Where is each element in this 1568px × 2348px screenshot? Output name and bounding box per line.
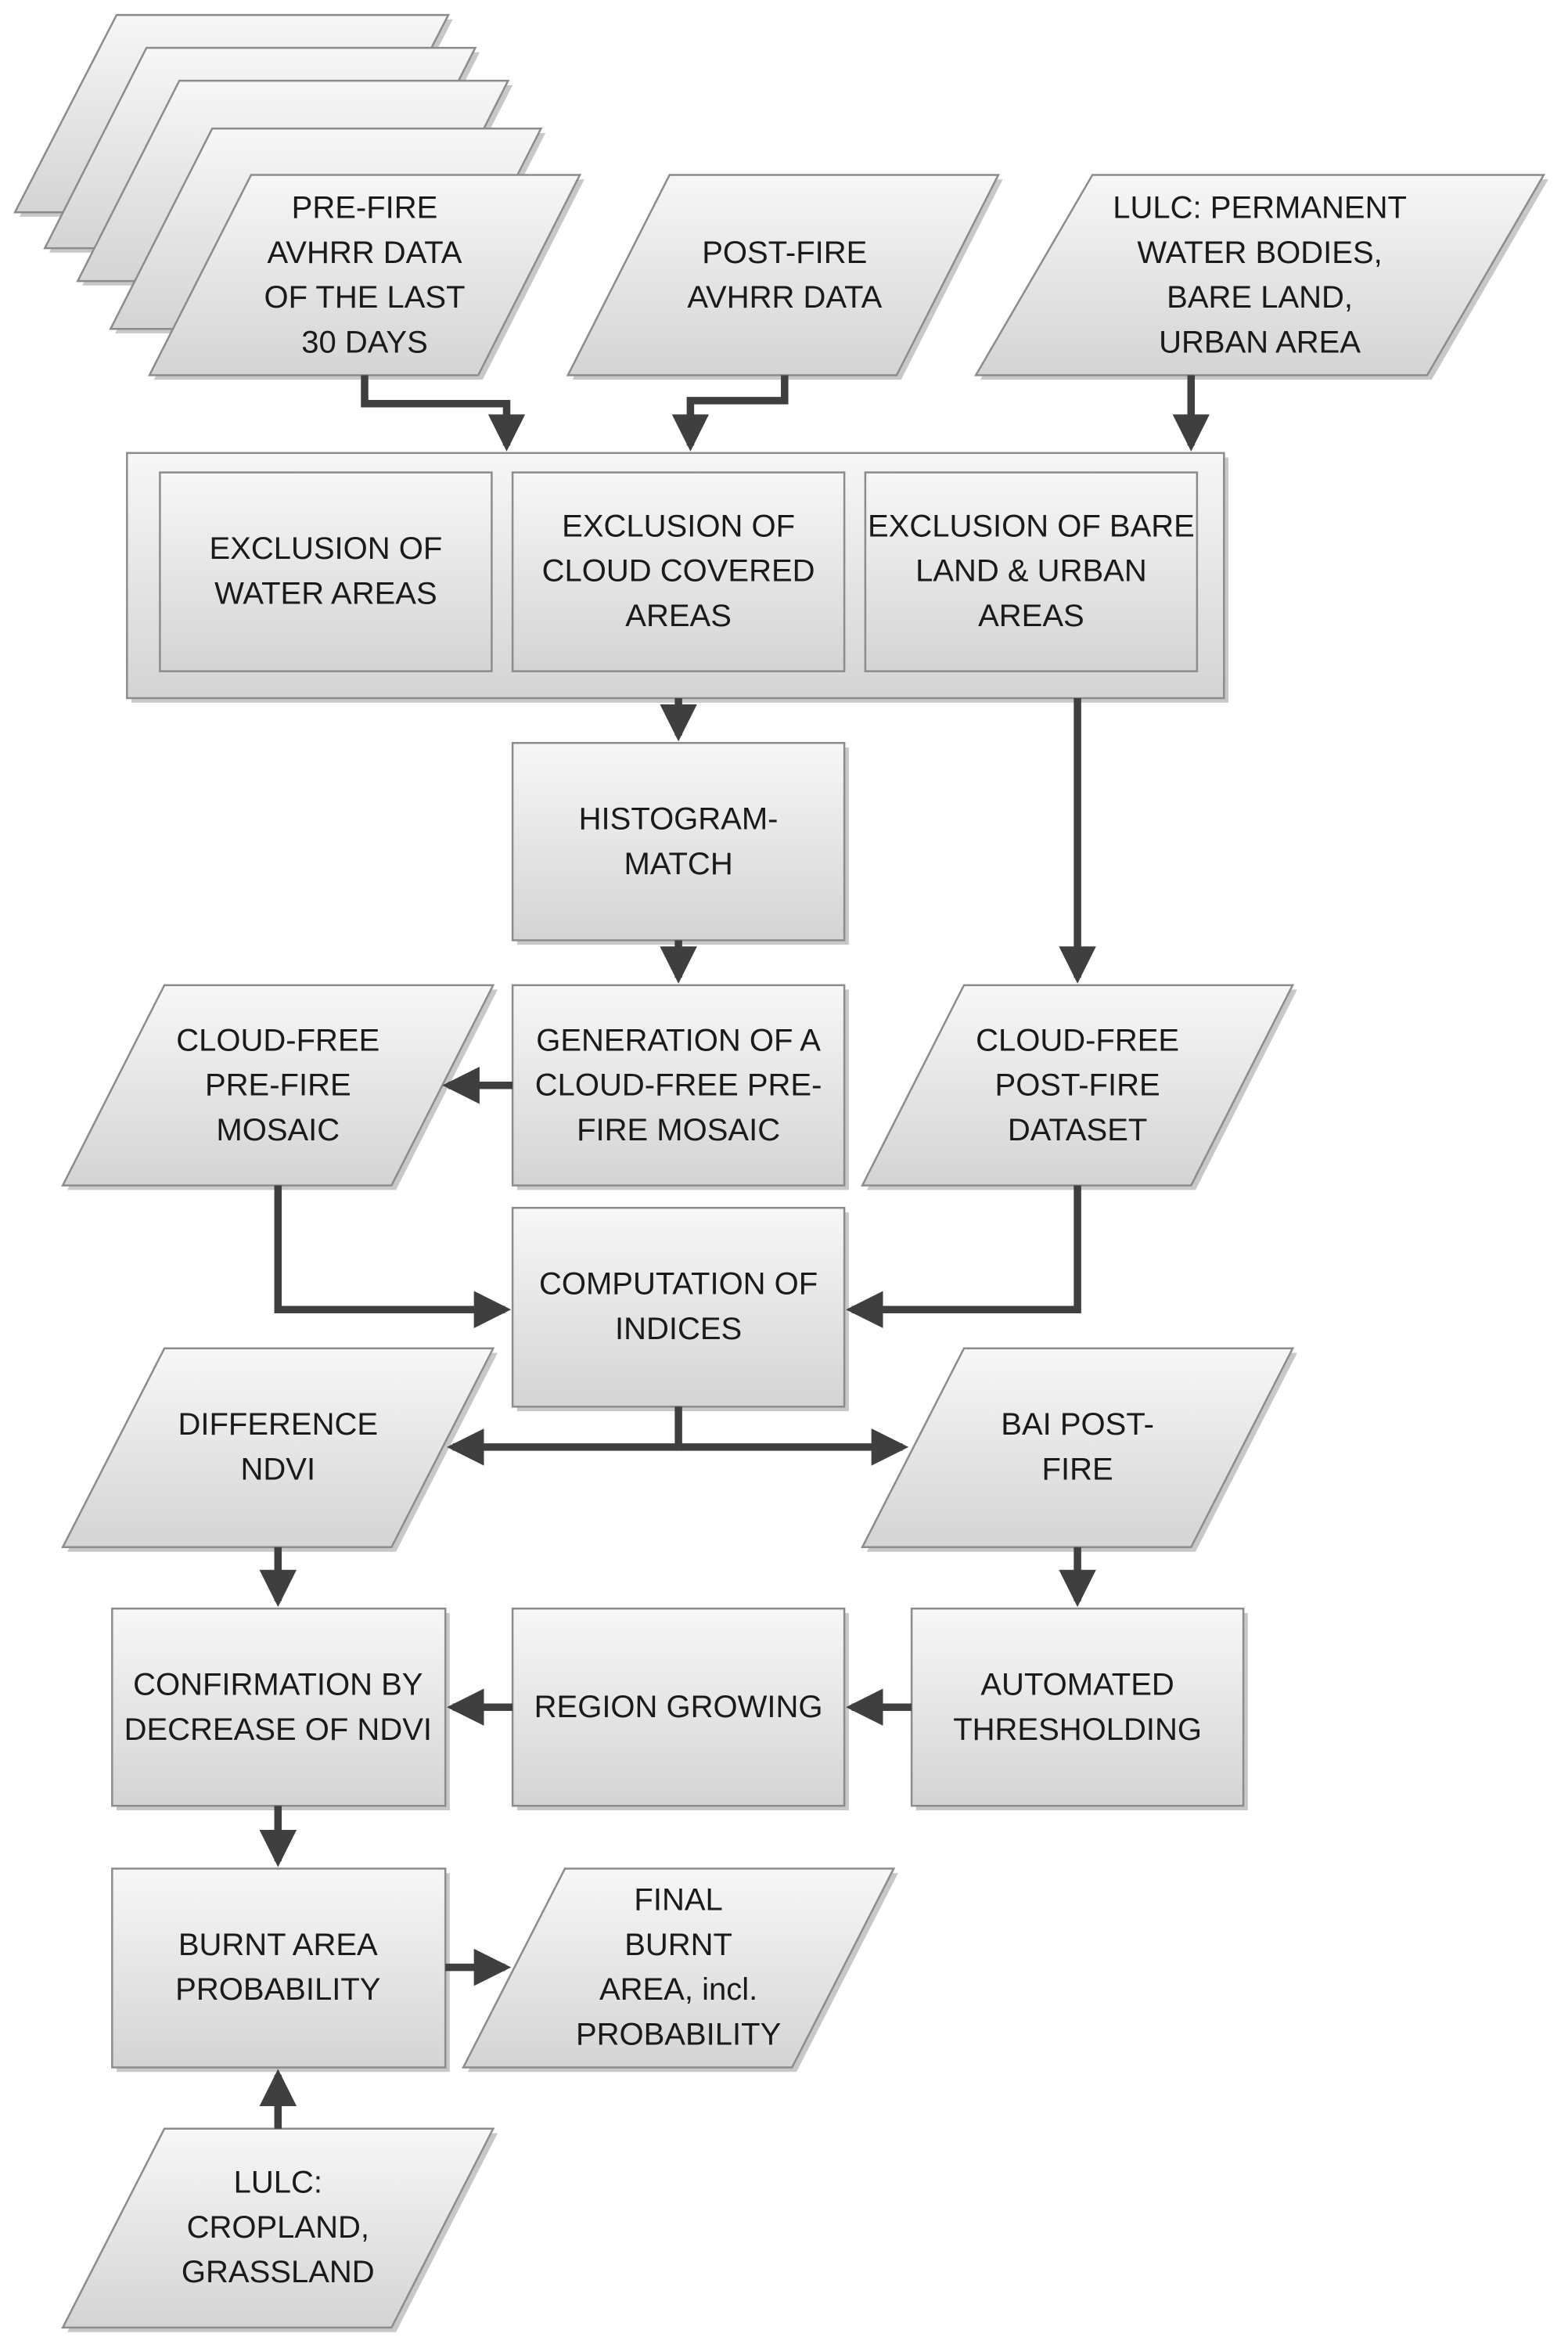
burnt-area-probability-box-label-line-1: BURNT AREA: [178, 1928, 378, 1962]
arrow-pre-mosaic-to-computation: [274, 1185, 512, 1328]
exclusion-water-box-label-line-2: WATER AREAS: [214, 576, 437, 610]
histogram-match-box: [511, 742, 846, 942]
bai-post-fire-data-label-line-1: BAI POST-: [1001, 1407, 1154, 1442]
shapes-layer: [13, 13, 1546, 2329]
generation-mosaic-box: [511, 984, 846, 1187]
labels-layer: PRE-FIRE AVHRR DATA OF THE LAST 30 DAYS POST…: [124, 191, 1407, 2290]
exclusion-bare-urban-box-label-line-3: AREAS: [978, 599, 1084, 633]
burnt-area-probability-box-label-line-2: PROBABILITY: [175, 1972, 380, 2007]
difference-ndvi-data-label-line-1: DIFFERENCE: [178, 1407, 379, 1442]
exclusion-bare-urban-box-label-line-2: LAND & URBAN: [915, 554, 1147, 589]
automated-thresholding-box-label-line-2: THRESHOLDING: [953, 1712, 1202, 1747]
arrows-layer: [259, 375, 1210, 2129]
lulc-water-bare-urban-input-label-line-1: LULC: PERMANENT: [1113, 191, 1407, 225]
cloud-free-post-dataset-data-label-line-3: DATASET: [1008, 1113, 1148, 1147]
generation-mosaic-box-label-line-1: GENERATION OF A: [536, 1023, 821, 1057]
computation-indices-box: [511, 1207, 846, 1408]
lulc-cropland-input-label-line-2: CROPLAND,: [187, 2210, 369, 2245]
confirmation-ndvi-box-label-line-2: DECREASE OF NDVI: [124, 1712, 432, 1747]
exclusion-water-box: [159, 471, 493, 672]
generation-mosaic-box-label-line-2: CLOUD-FREE PRE-: [535, 1068, 822, 1103]
cloud-free-post-dataset-data-label-line-1: CLOUD-FREE: [976, 1023, 1179, 1057]
histogram-match-box-label-line-1: HISTOGRAM-: [579, 802, 779, 837]
lulc-water-bare-urban-input-label-line-3: BARE LAND,: [1167, 280, 1353, 315]
pre-fire-avhrr-input: [147, 174, 582, 376]
final-burnt-area-data: [462, 1867, 896, 2069]
exclusion-cloud-box-label-line-2: CLOUD COVERED: [542, 554, 815, 589]
burnt-area-probability-box: [111, 1867, 447, 2069]
lulc-cropland-input-label-line-1: LULC:: [234, 2166, 322, 2200]
final-burnt-area-data-label-line-4: PROBABILITY: [576, 2018, 781, 2052]
automated-thresholding-box: [910, 1607, 1245, 1807]
final-burnt-area-data-label-line-3: AREA, incl.: [599, 1972, 757, 2007]
computation-indices-box-label-line-1: COMPUTATION OF: [539, 1267, 818, 1302]
lulc-water-bare-urban-input: [974, 174, 1546, 376]
exclusion-bare-urban-box: [864, 471, 1199, 672]
final-burnt-area-data-label-line-2: BURNT: [624, 1928, 732, 1962]
difference-ndvi-data: [61, 1347, 495, 1549]
post-fire-avhrr-input: [566, 174, 1000, 376]
exclusion-cloud-box-label-line-1: EXCLUSION OF: [562, 509, 795, 543]
region-growing-box: [511, 1607, 846, 1807]
lulc-cropland-input: [61, 2127, 495, 2329]
exclusion-bare-urban-box-label-line-1: EXCLUSION OF BARE: [868, 509, 1195, 543]
lulc-cropland-input-label-line-3: GRASSLAND: [182, 2255, 375, 2289]
arrow-pre-fire-to-exclusion: [361, 375, 526, 452]
cloud-free-post-dataset-data: [861, 984, 1295, 1187]
exclusion-cloud-box-label-line-3: AREAS: [625, 599, 732, 633]
post-fire-avhrr-input-label-line-2: AVHRR DATA: [687, 280, 882, 315]
cloud-free-pre-mosaic-data-label-line-1: CLOUD-FREE: [176, 1023, 379, 1057]
bai-post-fire-data-label-line-2: FIRE: [1042, 1453, 1113, 1487]
pre-fire-avhrr-input-label-line-3: OF THE LAST: [264, 280, 465, 315]
exclusion-cloud-box: [511, 471, 846, 672]
lulc-water-bare-urban-input-label-line-4: URBAN AREA: [1159, 325, 1361, 359]
arrow-post-fire-to-exclusion: [671, 375, 789, 452]
arrow-post-dataset-to-computation: [846, 1185, 1081, 1328]
final-burnt-area-data-label-line-1: FINAL: [634, 1883, 722, 1918]
region-growing-box-label-line-1: REGION GROWING: [534, 1690, 823, 1724]
post-fire-avhrr-input-label-line-1: POST-FIRE: [702, 236, 867, 270]
cloud-free-pre-mosaic-data-label-line-2: PRE-FIRE: [205, 1068, 351, 1103]
pre-fire-avhrr-input-label-line-2: AVHRR DATA: [268, 236, 462, 270]
pre-fire-avhrr-input-label-line-4: 30 DAYS: [301, 325, 428, 359]
automated-thresholding-box-label-line-1: AUTOMATED: [980, 1668, 1174, 1702]
generation-mosaic-box-label-line-3: FIRE MOSAIC: [577, 1113, 780, 1147]
lulc-water-bare-urban-input-label-line-2: WATER BODIES,: [1137, 236, 1382, 270]
cloud-free-pre-mosaic-data: [61, 984, 495, 1187]
exclusion-water-box-label-line-1: EXCLUSION OF: [209, 531, 442, 566]
histogram-match-box-label-line-2: MATCH: [624, 847, 732, 881]
cloud-free-post-dataset-data-label-line-2: POST-FIRE: [995, 1068, 1160, 1103]
computation-indices-box-label-line-2: INDICES: [615, 1312, 742, 1346]
confirmation-ndvi-box: [111, 1607, 447, 1807]
difference-ndvi-data-label-line-2: NDVI: [241, 1453, 316, 1487]
confirmation-ndvi-box-label-line-1: CONFIRMATION BY: [133, 1668, 423, 1702]
bai-post-fire-data: [861, 1347, 1295, 1549]
cloud-free-pre-mosaic-data-label-line-3: MOSAIC: [216, 1113, 340, 1147]
pre-fire-avhrr-input-label-line-1: PRE-FIRE: [292, 191, 438, 225]
